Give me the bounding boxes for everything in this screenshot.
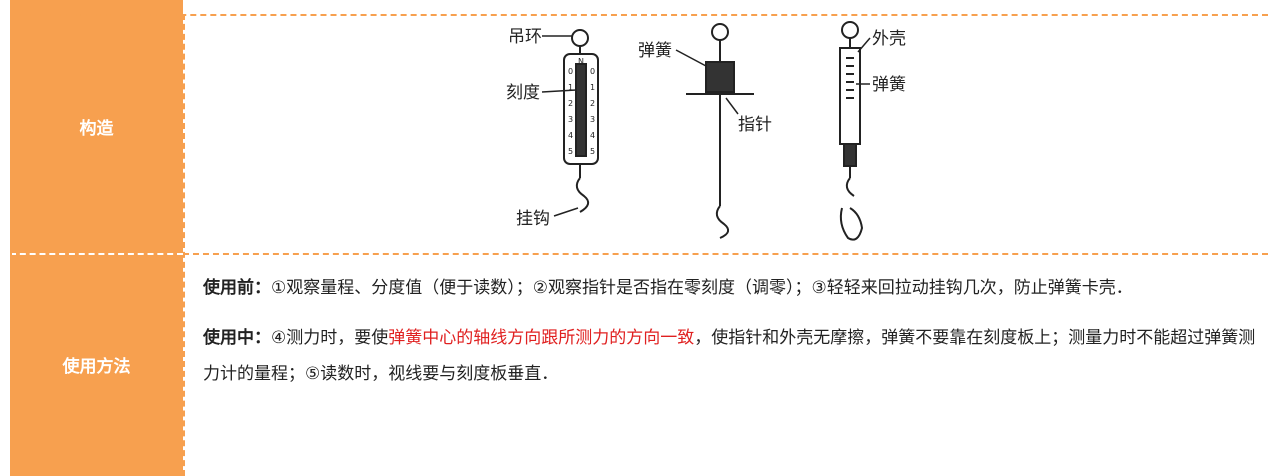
column-divider [183, 14, 185, 476]
shell-label: 外壳 [872, 29, 906, 49]
usage-label: 使用方法 [10, 253, 183, 476]
during-label: 使用中： [203, 328, 271, 348]
hook-label: 挂钩 [516, 209, 550, 229]
scale-tick-label: 3 [590, 115, 595, 124]
row-divider-left [10, 253, 183, 255]
structure-row: 构造 吊环 刻度 N 挂钩 [10, 0, 906, 253]
scale-1 [563, 29, 599, 213]
scale-tick-label: 4 [590, 131, 595, 140]
pointer-label: 指针 [738, 115, 772, 135]
usage-row: 使用方法 [0, 253, 1268, 476]
scale-label: 刻度 [506, 83, 540, 103]
scale-tick-label: 2 [590, 99, 595, 108]
during-highlight: 弹簧中心的轴线方向跟所测力的方向一致 [388, 328, 695, 348]
before-text: ①观察量程、分度值（便于读数）；②观察指针是否指在零刻度（调零）；③轻轻来回拉动… [271, 278, 1133, 298]
scale-tick-label: 5 [568, 147, 573, 156]
scale-tick-label: 2 [568, 99, 573, 108]
scale-unit-letter: N [578, 57, 584, 66]
spring-scale-figure: 吊环 刻度 N 挂钩 弹簧 指针 [506, 21, 906, 241]
scale-2 [686, 23, 754, 239]
spring-label-left: 弹簧 [638, 41, 672, 61]
scale-tick-label: 1 [568, 83, 573, 92]
hook-ring-label: 吊环 [508, 27, 542, 47]
scale-tick-label: 0 [590, 67, 595, 76]
scale-3 [839, 21, 864, 241]
scale-tick-label: 3 [568, 115, 573, 124]
during-text-2: ，使指针和外壳无摩擦，弹簧不要靠在刻度板上；测量力时不能超过弹簧测力计的量程；⑤… [203, 328, 1256, 384]
top-border [10, 14, 1268, 16]
usage-during: 使用中：④测力时，要使弹簧中心的轴线方向跟所测力的方向一致，使指针和外壳无摩擦，… [203, 320, 1263, 392]
scale-tick-label: 4 [568, 131, 573, 140]
usage-content: 使用前：①观察量程、分度值（便于读数）；②观察指针是否指在零刻度（调零）；③轻轻… [203, 270, 1263, 406]
usage-before: 使用前：①观察量程、分度值（便于读数）；②观察指针是否指在零刻度（调零）；③轻轻… [203, 270, 1263, 306]
scale-tick-label: 0 [568, 67, 573, 76]
row-divider [183, 253, 1268, 255]
structure-label: 构造 [10, 0, 183, 253]
left-border [10, 14, 12, 476]
during-text-1: ④测力时，要使 [271, 328, 389, 348]
scale-tick-label: 5 [590, 147, 595, 156]
before-label: 使用前： [203, 278, 271, 298]
scale-tick-label: 1 [590, 83, 595, 92]
spring-label-right: 弹簧 [872, 75, 906, 95]
